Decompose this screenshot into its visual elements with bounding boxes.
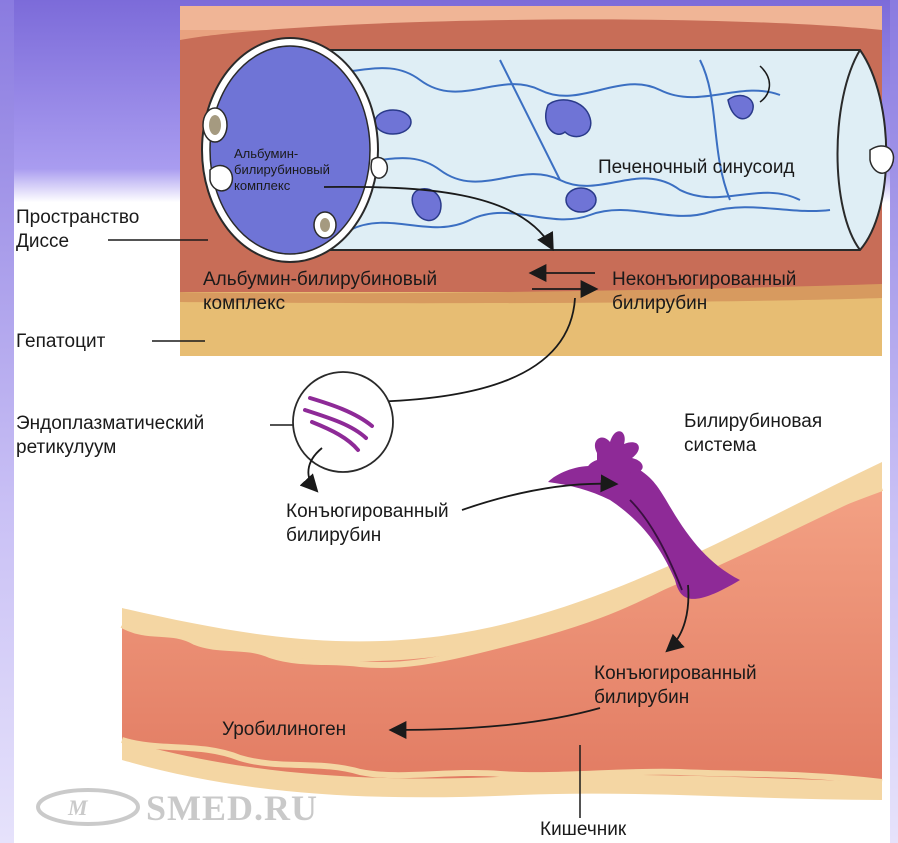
label-disse-2: Диссе	[16, 230, 69, 253]
label-sinusoid: Печеночный синусоид	[598, 156, 795, 179]
label-unconjugated-1: Неконъюгированный	[612, 268, 796, 291]
svg-text:M: M	[67, 795, 89, 820]
label-albumin-complex-inner-2: билирубиновый	[234, 162, 330, 178]
label-albumin-complex-1: Альбумин-билирубиновый	[203, 268, 437, 291]
label-bile-system-2: система	[684, 434, 756, 457]
label-conjugated-1a: Конъюгированный	[286, 500, 449, 523]
label-er-1: Эндоплазматический	[16, 412, 204, 435]
label-hepatocyte: Гепатоцит	[16, 330, 105, 353]
label-conjugated-2a: Конъюгированный	[594, 662, 757, 685]
watermark-logo: M	[38, 790, 138, 824]
label-disse-1: Пространство	[16, 206, 139, 229]
label-albumin-complex-inner-3: комплекс	[234, 178, 290, 194]
watermark-text: SMED.RU	[146, 787, 318, 829]
label-bile-system-1: Билирубиновая	[684, 410, 822, 433]
label-urobilinogen: Уробилиноген	[222, 718, 346, 741]
label-er-2: ретикулуум	[16, 436, 116, 459]
label-unconjugated-2: билирубин	[612, 292, 707, 315]
label-albumin-complex-inner-1: Альбумин-	[234, 146, 298, 162]
label-intestine: Кишечник	[540, 818, 626, 841]
label-conjugated-2b: билирубин	[594, 686, 689, 709]
label-albumin-complex-2: комплекс	[203, 292, 285, 315]
label-conjugated-1b: билирубин	[286, 524, 381, 547]
